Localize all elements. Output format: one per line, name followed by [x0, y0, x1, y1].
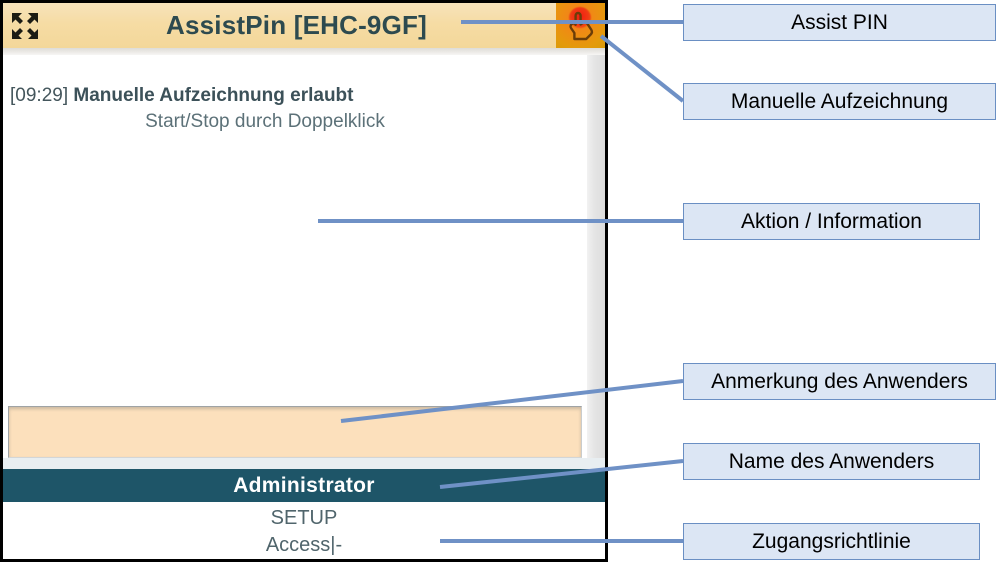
- message-headline-row: [09:29] Manuelle Aufzeichnung erlaubt: [3, 85, 587, 107]
- callout-zugangsrichtlinie[interactable]: Zugangsrichtlinie: [683, 523, 980, 560]
- username-bar[interactable]: Administrator: [3, 469, 605, 502]
- app-title: AssistPin [EHC-9GF]: [166, 10, 427, 40]
- policy-line-setup: SETUP: [270, 507, 338, 529]
- callout-name-anwender[interactable]: Name des Anwenders: [683, 443, 980, 480]
- message-subtext: Start/Stop durch Doppelklick: [145, 111, 385, 132]
- callout-assist-pin[interactable]: Assist PIN: [683, 4, 996, 41]
- policy-line-access: Access|-: [265, 534, 343, 556]
- callout-aktion-information[interactable]: Aktion / Information: [683, 203, 980, 240]
- hand-pointer-icon[interactable]: [556, 3, 605, 48]
- callout-manuelle-aufzeichnung[interactable]: Manuelle Aufzeichnung: [683, 83, 996, 120]
- note-field-spacer: [3, 458, 605, 469]
- leader-manuelle-aufzeichnung: [599, 34, 685, 103]
- action-information-area: [09:29] Manuelle Aufzeichnung erlaubt St…: [3, 55, 587, 403]
- callout-anmerkung-anwender[interactable]: Anmerkung des Anwenders: [683, 363, 996, 400]
- collapse-arrows-icon[interactable]: [3, 3, 47, 48]
- titlebar-separator: [3, 48, 605, 55]
- titlebar: AssistPin [EHC-9GF]: [3, 3, 605, 48]
- device-screen-panel: AssistPin [EHC-9GF] [09:29] Manuelle Auf…: [0, 0, 608, 562]
- access-policy-area: SETUP Access|-: [3, 502, 605, 559]
- message-timestamp: [09:29]: [10, 85, 69, 106]
- message-scrollbar[interactable]: [587, 55, 605, 458]
- message-headline: Manuelle Aufzeichnung erlaubt: [73, 85, 354, 106]
- user-note-input[interactable]: [8, 406, 582, 458]
